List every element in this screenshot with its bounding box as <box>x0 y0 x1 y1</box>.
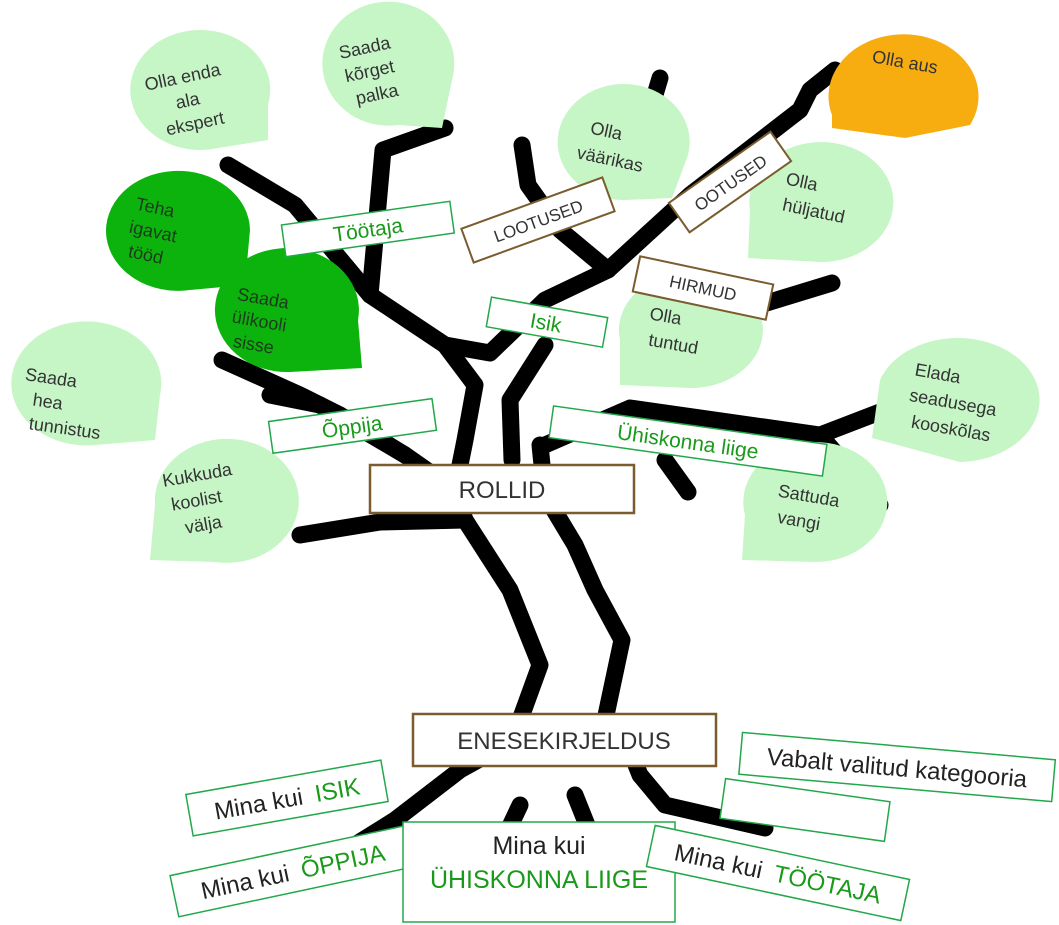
trunk-left <box>456 511 549 729</box>
branch-isik-lower <box>501 336 554 469</box>
rollid-box: ROLLID <box>368 463 636 515</box>
root-label-uhiskond-prefix: Mina kui <box>492 832 585 860</box>
role-isik: Isik <box>485 296 609 349</box>
bubble-hyljatud <box>748 142 894 263</box>
role-labels: Töötaja Isik Õppija Ühiskonna liige <box>267 200 828 477</box>
bubble-palka <box>322 1 455 129</box>
role-tootaja: Töötaja <box>280 200 456 258</box>
category-labels: LOOTUSED OOTUSED HIRMUD <box>460 130 793 321</box>
role-oppija: Õppija <box>267 397 438 455</box>
bubble-seadus <box>872 338 1040 462</box>
root-label-isik: Mina kui ISIK <box>184 759 390 837</box>
branch-left-low <box>291 511 474 544</box>
bubble-igavat <box>106 170 251 291</box>
enesekirjeldus-label: ENESEKIRJELDUS <box>457 728 670 755</box>
bubble-ylikool <box>214 248 362 373</box>
bubble-aus <box>828 34 979 138</box>
bubble-tunnistus <box>11 321 162 446</box>
root-label-oppija: Mina kui ÕPPIJA <box>169 824 417 918</box>
bubble-vangi <box>742 442 888 563</box>
branch-uhiskond-stub <box>656 451 697 501</box>
bubble-vaarikas <box>557 84 690 201</box>
bubble-koolist <box>150 438 299 563</box>
branch-hirmud <box>751 274 841 314</box>
category-hirmud: HIRMUD <box>631 255 775 321</box>
rollid-label: ROLLID <box>459 477 546 504</box>
enesekirjeldus-box: ENESEKIRJELDUS <box>411 712 718 768</box>
root-label-uhiskond-role: ÜHISKONNA LIIGE <box>430 866 648 894</box>
branch-tootaja-up <box>361 119 454 304</box>
root-label-uhiskond: Mina kui ÜHISKONNA LIIGE <box>402 821 676 923</box>
bubble-ekspert <box>130 29 271 150</box>
root-label-blank <box>719 777 891 843</box>
role-isik-label: Isik <box>528 309 564 337</box>
branch-isik <box>436 61 844 362</box>
